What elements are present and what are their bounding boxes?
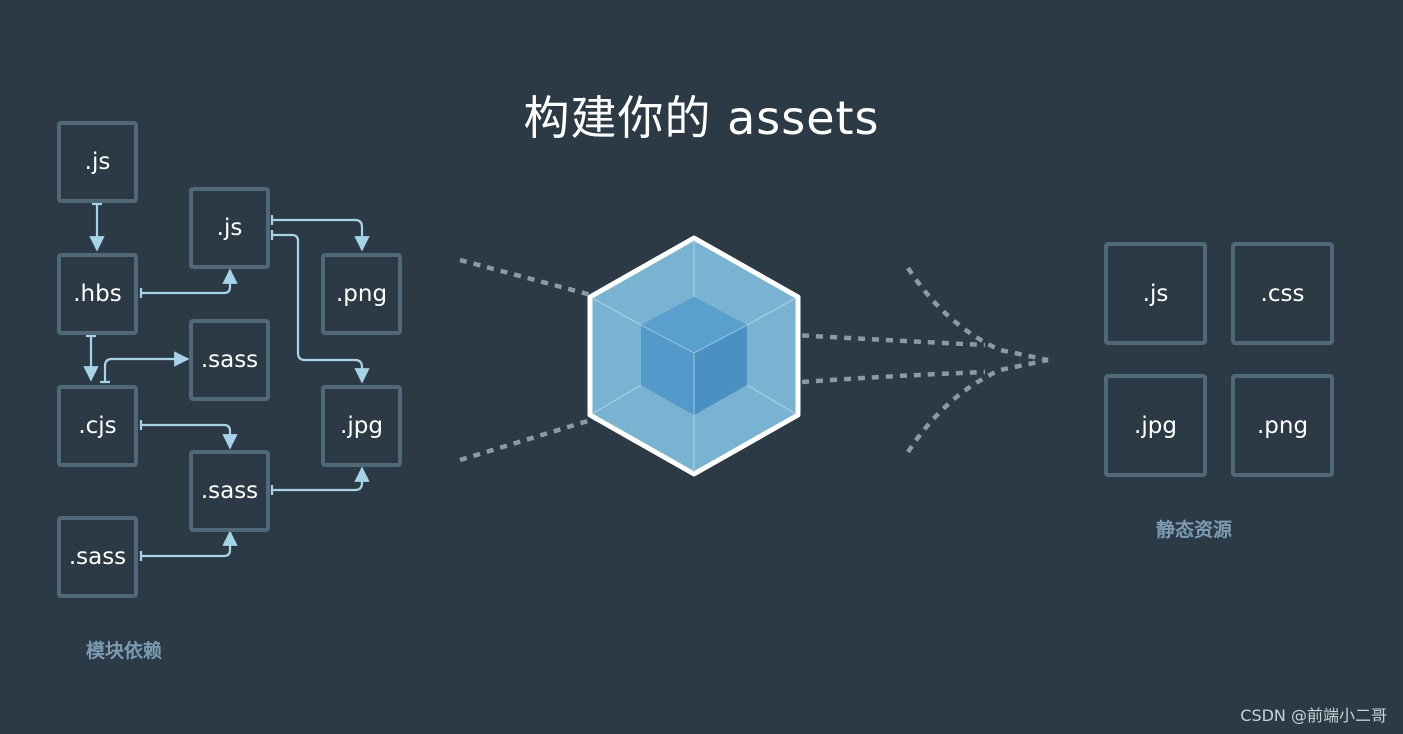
- module-js-top: .js: [57, 121, 138, 203]
- right-caption: 静态资源: [1156, 519, 1233, 541]
- webpack-cube-icon: [587, 235, 801, 477]
- link-hbs-js: [141, 268, 238, 295]
- asset-png: .png: [1231, 374, 1334, 477]
- link-cjs-sass-upper: [103, 351, 190, 382]
- link-cjs-sass-mid: [141, 423, 238, 450]
- link-js-jpg: [272, 233, 370, 384]
- page-title: 构建你的 assets: [523, 91, 880, 145]
- module-js-mid: .js: [189, 187, 270, 269]
- asset-js: .js: [1104, 242, 1207, 345]
- module-png: .png: [321, 253, 402, 335]
- module-cjs: .cjs: [57, 385, 138, 467]
- watermark: CSDN @前端小二哥: [1240, 706, 1387, 725]
- module-jpg: .jpg: [321, 385, 402, 467]
- link-sass-jpg: [272, 466, 370, 492]
- module-sass-bottom: .sass: [57, 516, 138, 598]
- asset-css: .css: [1231, 242, 1334, 345]
- beam-out-arc-bottom: [906, 357, 1049, 454]
- module-sass-upper: .sass: [189, 319, 270, 401]
- beam-out-arc-top: [906, 266, 1049, 363]
- module-sass-mid: .sass: [189, 450, 270, 532]
- link-js-png: [272, 218, 370, 252]
- left-caption: 模块依赖: [86, 640, 163, 662]
- asset-jpg: .jpg: [1104, 374, 1207, 477]
- module-hbs: .hbs: [57, 253, 138, 335]
- link-sass-sass: [141, 530, 238, 558]
